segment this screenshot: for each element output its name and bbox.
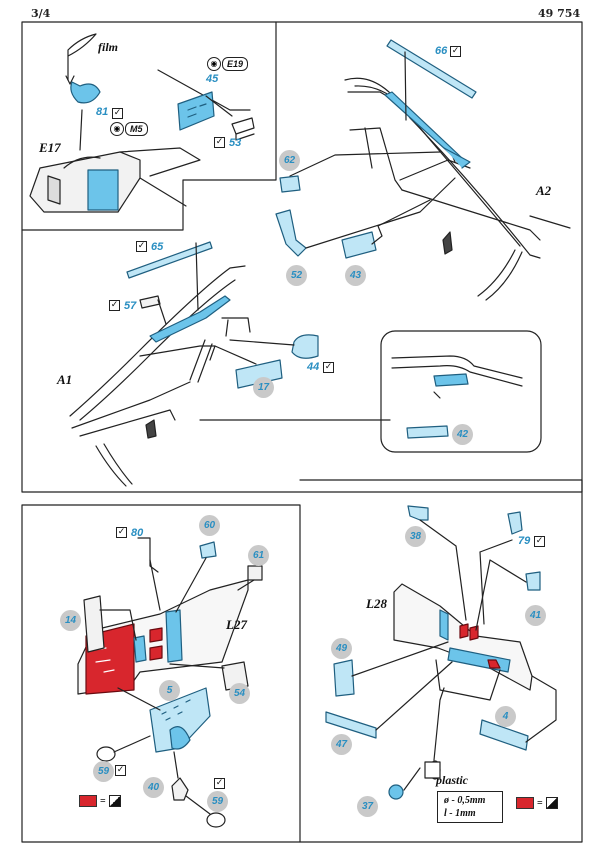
part-47-bubble: 47: [331, 734, 352, 755]
part-59-bubble: 59: [93, 761, 114, 782]
part-42-bubble: 42: [452, 424, 473, 445]
rod-length: l - 1mm: [444, 808, 476, 819]
part-54-bubble: 54: [229, 683, 250, 704]
kit-code: 49 754: [538, 7, 581, 20]
check-icon: ✓: [450, 46, 461, 57]
legend-equals: =: [537, 797, 543, 809]
half-black-swatch-icon: [108, 795, 121, 807]
part-60-bubble: 60: [199, 515, 220, 536]
assembly-l27-label: L27: [226, 617, 247, 632]
part-59-bubble: 59: [207, 791, 228, 812]
check-icon: ✓: [112, 108, 123, 119]
part-53-number: 53: [229, 137, 242, 149]
assembly-l28-label: L28: [366, 596, 387, 611]
inset-box: [380, 330, 542, 453]
part-45-number: 45: [206, 73, 219, 85]
check-icon: ✓: [323, 362, 334, 373]
plastic-note: plastic: [436, 773, 468, 787]
part-65-number: 65: [151, 241, 164, 253]
assembly-a1-label: A1: [57, 372, 73, 387]
part-41-bubble: 41: [525, 605, 546, 626]
check-icon: ✓: [115, 765, 126, 776]
part-14-bubble: 14: [60, 610, 81, 631]
film-note: film: [98, 40, 118, 54]
panel-border-top-frame: [21, 21, 583, 493]
red-swatch: [516, 797, 534, 809]
part-49-bubble: 49: [331, 638, 352, 659]
part-61-bubble: 61: [248, 545, 269, 566]
part-5-bubble: 5: [159, 680, 180, 701]
half-black-swatch-icon: [545, 797, 558, 809]
part-66-number: 66: [435, 45, 448, 57]
part-57-number: 57: [124, 300, 137, 312]
rod-diameter: ø - 0,5mm: [444, 795, 486, 806]
reference-symbol-icon: ◉: [207, 57, 221, 71]
part-80-number: 80: [131, 527, 144, 539]
assembly-e17-label: E17: [39, 140, 61, 155]
check-icon: ✓: [214, 137, 225, 148]
page-number: 3/4: [31, 7, 51, 20]
plastic-rod-spec: ø - 0,5mm l - 1mm: [437, 791, 503, 823]
part-52-bubble: 52: [286, 265, 307, 286]
part-4-bubble: 4: [495, 706, 516, 727]
panel-border-bottom-right: [299, 479, 583, 843]
reference-e19: E19: [222, 57, 249, 71]
legend-equals: =: [100, 795, 106, 807]
color-legend-left: =: [79, 795, 121, 807]
part-38-bubble: 38: [405, 526, 426, 547]
check-icon: ✓: [109, 300, 120, 311]
part-17-bubble: 17: [253, 377, 274, 398]
part-40-bubble: 40: [143, 777, 164, 798]
part-62-bubble: 62: [279, 150, 300, 171]
part-44-number: 44: [307, 361, 320, 373]
canopy-a2-frame: [344, 77, 541, 259]
film-strip: [67, 33, 97, 57]
canopy-a1-frame: [69, 265, 246, 417]
color-legend-right: =: [516, 797, 558, 809]
check-icon: ✓: [116, 527, 127, 538]
part-37-bubble: 37: [357, 796, 378, 817]
reference-symbol-icon: ◉: [110, 122, 124, 136]
check-icon: ✓: [214, 778, 225, 789]
check-icon: ✓: [136, 241, 147, 252]
check-icon: ✓: [534, 536, 545, 547]
part-81-number: 81: [96, 106, 109, 118]
assembly-a2-label: A2: [536, 183, 552, 198]
red-swatch: [79, 795, 97, 807]
part-43-bubble: 43: [345, 265, 366, 286]
reference-m5: M5: [125, 122, 148, 136]
part-79-number: 79: [518, 535, 531, 547]
